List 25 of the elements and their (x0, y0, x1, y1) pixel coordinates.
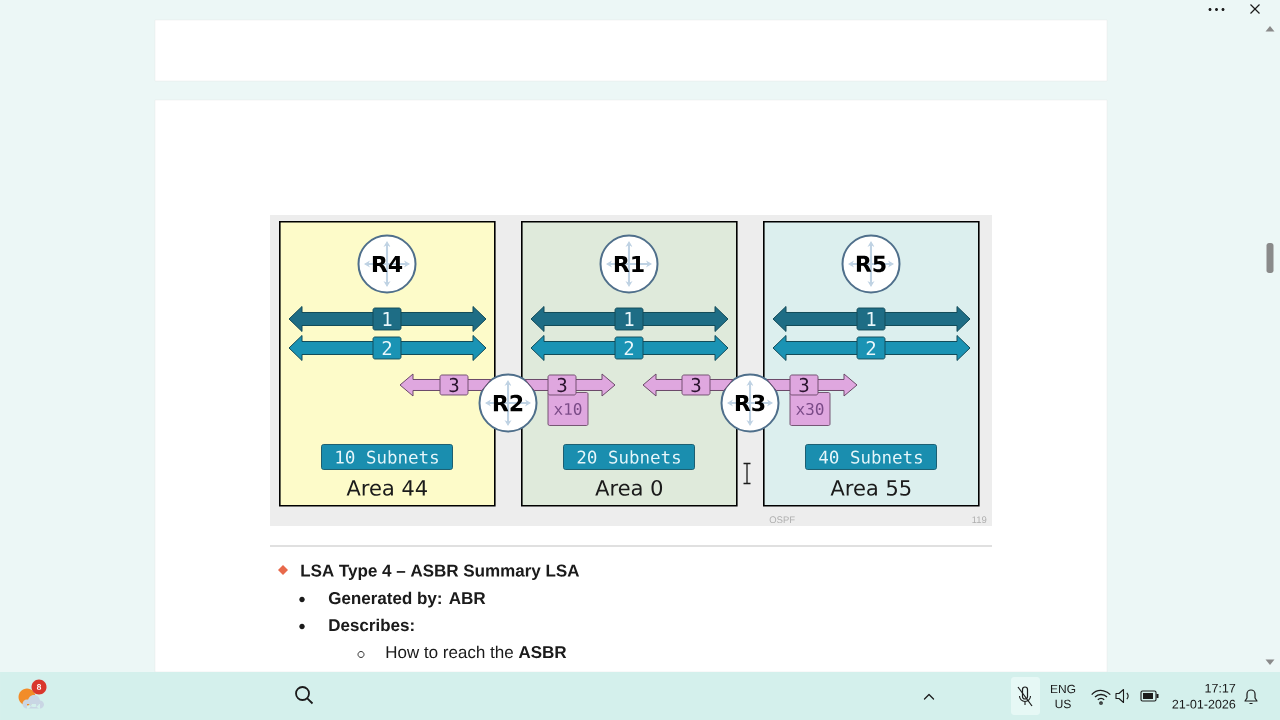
number-badge: 1 (614, 307, 644, 331)
number-badge: 2 (614, 336, 644, 360)
bullet-text: Describes: (329, 618, 414, 632)
number-badge: 1 (856, 307, 886, 331)
language-label: ENG US (1051, 684, 1076, 709)
subnet-count-box: 20 Subnets (563, 444, 695, 470)
number-badge: 2 (856, 336, 886, 360)
number-badge: 3 (789, 374, 819, 396)
subnet-count-box: 40 Subnets (805, 444, 937, 470)
notification-badge: 8 (31, 679, 47, 695)
heading-text: LSA Type 4 – ASBR Summary LSA (301, 564, 580, 580)
number-badge: 3 (547, 374, 577, 396)
page-number: 119 (972, 516, 987, 524)
number-badge: 1 (372, 307, 402, 331)
clock-date: 21-01-2026 (1172, 699, 1236, 709)
bullet-text: How to reach the ASBR (386, 645, 567, 659)
bullet-text: Generated by: ABR (328, 591, 486, 608)
count-tag: x10 (547, 392, 589, 426)
count-tag: x30 (789, 392, 831, 426)
number-badge: 3 (439, 374, 469, 396)
number-badge: 2 (372, 336, 402, 360)
number-badge: 3 (681, 374, 711, 396)
clock-time: 17:17 (1205, 683, 1236, 693)
footer-text: OSPF (769, 516, 795, 524)
subnet-count-box: 10 Subnets (321, 444, 453, 470)
